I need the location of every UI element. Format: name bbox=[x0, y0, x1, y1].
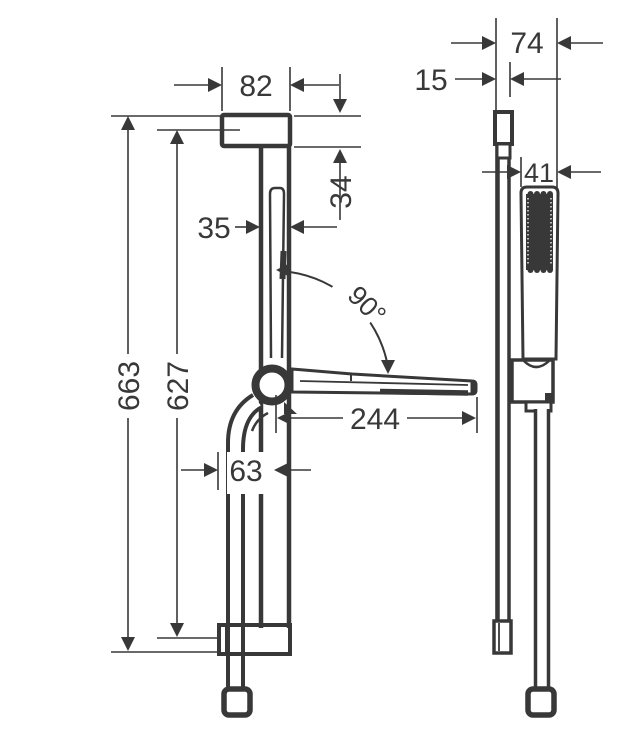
holder-detail bbox=[545, 393, 553, 402]
arrowhead-icon bbox=[121, 116, 135, 130]
dimension-bracket-width: 82 bbox=[174, 67, 339, 111]
dimension-label: 244 bbox=[350, 403, 400, 436]
dimension-reach: 244 bbox=[275, 395, 478, 436]
dimension-total-length: 663 bbox=[111, 115, 220, 653]
bottom-end-cap-side bbox=[492, 619, 513, 655]
arrowhead-icon bbox=[333, 149, 347, 163]
arrowhead-icon bbox=[277, 411, 291, 425]
arrowhead-icon bbox=[290, 220, 304, 234]
dimension-label: 15 bbox=[414, 64, 447, 97]
dimension-label: 41 bbox=[524, 158, 554, 188]
arrowhead-icon bbox=[507, 165, 521, 179]
handshower-spray-edge bbox=[379, 388, 469, 396]
arrowhead-icon bbox=[557, 36, 571, 50]
arrowhead-icon bbox=[246, 220, 260, 234]
arrowhead-icon bbox=[121, 637, 135, 651]
holder-shadow bbox=[284, 402, 297, 414]
arrowhead-icon bbox=[333, 99, 347, 113]
dimension-label: 34 bbox=[325, 175, 358, 208]
dimension-handshower-diameter: 41 bbox=[482, 157, 601, 188]
arrowhead-icon bbox=[510, 72, 524, 86]
arrowhead-icon bbox=[290, 78, 304, 92]
dimension-label: 663 bbox=[113, 361, 146, 411]
side-view: 74 15 41 bbox=[414, 18, 603, 718]
dimension-bracket-height: 34 bbox=[294, 74, 361, 220]
dimension-label: 82 bbox=[239, 70, 272, 103]
top-wall-bracket-side bbox=[493, 110, 514, 146]
bracket-stem-side bbox=[495, 142, 512, 160]
hose-connector-front bbox=[221, 686, 253, 718]
docked-handshower-edge-detail bbox=[279, 250, 287, 280]
handshower-body-line bbox=[299, 380, 469, 386]
dimension-label: 35 bbox=[197, 212, 230, 245]
dimension-label: 63 bbox=[229, 455, 262, 488]
spray-face bbox=[526, 194, 553, 270]
dimension-hose-offset: 63 bbox=[181, 452, 311, 494]
arrowhead-icon bbox=[482, 72, 496, 86]
hose-outlet-detail bbox=[250, 411, 269, 432]
front-view: 82 34 663 bbox=[111, 67, 478, 718]
dimension-wall-clearance: 15 bbox=[414, 62, 561, 97]
dimension-depth: 74 bbox=[451, 27, 603, 60]
arrowhead-icon bbox=[204, 463, 218, 477]
hose-connector-side bbox=[525, 686, 557, 718]
bottom-wall-bracket bbox=[217, 623, 292, 656]
arrowhead-icon bbox=[276, 263, 290, 277]
dimension-label: 74 bbox=[510, 27, 543, 60]
arrowhead-icon bbox=[208, 78, 222, 92]
holder-pivot bbox=[251, 364, 293, 406]
dimension-bar-width: 35 bbox=[197, 212, 337, 245]
hose-outer-edge bbox=[226, 393, 255, 691]
arrowhead-icon bbox=[274, 463, 288, 477]
arrowhead-icon bbox=[170, 130, 184, 144]
arrowhead-icon bbox=[381, 360, 395, 374]
arrowhead-icon bbox=[482, 36, 496, 50]
dimension-swivel-angle: 90° bbox=[276, 263, 395, 374]
arrowhead-icon bbox=[462, 411, 476, 425]
dimension-hole-distance: 627 bbox=[157, 129, 240, 639]
hose-inner-edge bbox=[241, 405, 264, 691]
docked-handshower-outline bbox=[268, 186, 286, 359]
holder-cradle bbox=[523, 360, 550, 369]
arrowhead-icon bbox=[557, 165, 571, 179]
dimension-label: 627 bbox=[162, 361, 195, 411]
arrowhead-icon bbox=[170, 623, 184, 637]
